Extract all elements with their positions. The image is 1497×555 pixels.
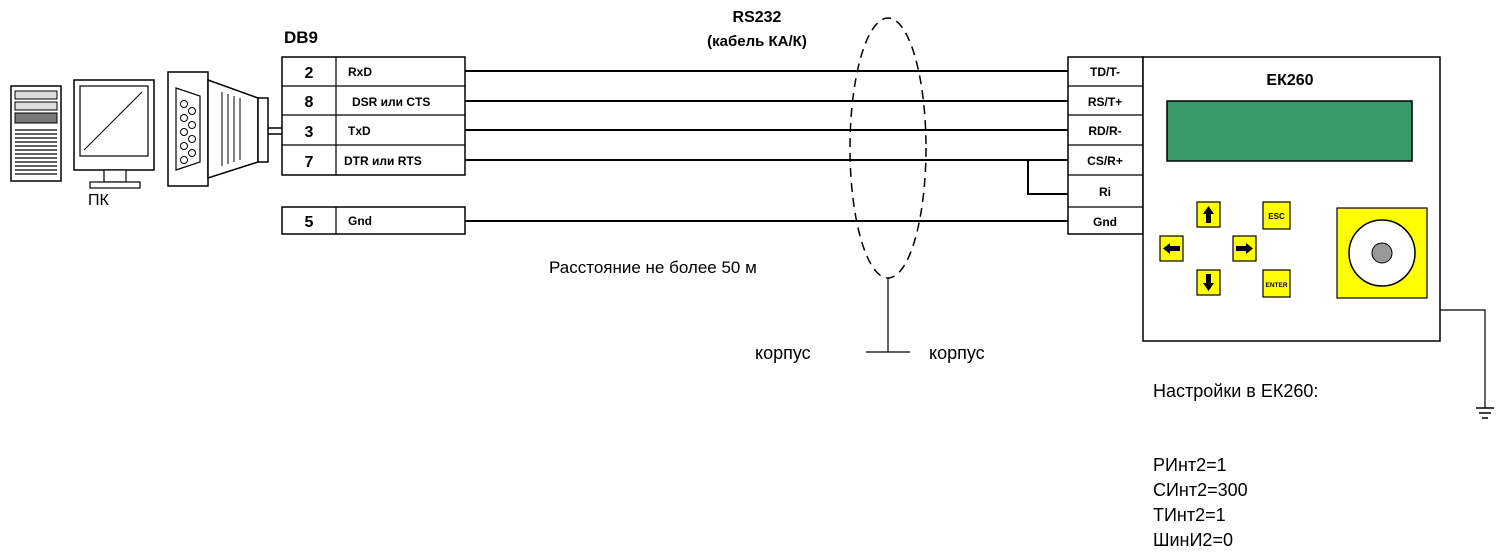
shield-ground-symbol <box>866 278 910 353</box>
arrow-up-icon <box>1203 206 1214 223</box>
cable-model-label: (кабель КА/К) <box>707 33 807 50</box>
pin-signal: RxD <box>348 65 372 79</box>
settings-line: ШинИ2=0 <box>1153 530 1233 550</box>
cable-shield <box>849 17 927 279</box>
settings-line: РИнт2=1 <box>1153 455 1227 475</box>
esc-key-label: ESC <box>1268 212 1285 221</box>
arrow-down-icon <box>1203 274 1214 291</box>
pin-number: 5 <box>305 214 314 231</box>
monitor-icon <box>73 79 155 189</box>
pin-signal: DSR или CTS <box>352 95 430 109</box>
terminal-label: RS/T+ <box>1088 95 1122 109</box>
terminal-label: RD/R- <box>1088 124 1121 138</box>
pc-tower-icon <box>10 85 62 182</box>
distance-label: Расстояние не более 50 м <box>549 258 757 277</box>
ek260-device: ЕК260 ESC ENTER <box>1142 56 1441 342</box>
pin-number: 7 <box>305 154 314 171</box>
db9-plug-icon <box>167 71 282 187</box>
ground-label-right: корпус <box>929 343 985 363</box>
device-title: ЕК260 <box>1266 72 1313 89</box>
device-display <box>1166 100 1413 162</box>
db9-title: DB9 <box>284 28 318 47</box>
terminal-label: Ri <box>1099 185 1111 199</box>
arrow-right-icon <box>1236 243 1253 254</box>
device-keypad: ESC ENTER <box>1159 201 1291 298</box>
terminal-label: CS/R+ <box>1087 154 1123 168</box>
pin-number: 8 <box>305 94 314 111</box>
pc-label: ПК <box>88 192 110 209</box>
earth-ground-icon <box>1440 309 1494 419</box>
pin-signal: TxD <box>348 124 371 138</box>
device-terminal-block: TD/T- RS/T+ RD/R- CS/R+ Ri Gnd <box>1067 56 1144 235</box>
terminal-label: Gnd <box>1093 215 1117 229</box>
settings-block: Настройки в ЕК260: РИнт2=1 СИнт2=300 ТИн… <box>1153 381 1318 550</box>
pin-signal: DTR или RTS <box>344 154 422 168</box>
pin-number: 2 <box>305 65 314 82</box>
cable-wires <box>465 70 1068 222</box>
settings-title: Настройки в ЕК260: <box>1153 381 1318 401</box>
knob-icon <box>1336 207 1428 299</box>
arrow-left-icon <box>1163 243 1180 254</box>
pin-number: 3 <box>305 124 314 141</box>
settings-line: ТИнт2=1 <box>1153 505 1226 525</box>
ground-label-left: корпус <box>755 343 811 363</box>
terminal-label: TD/T- <box>1090 65 1120 79</box>
settings-line: СИнт2=300 <box>1153 480 1248 500</box>
pin-signal: Gnd <box>348 214 372 228</box>
db9-pin-table: 2 8 3 7 5 RxD DSR или CTS TxD DTR или RT… <box>281 56 466 235</box>
cable-type-label: RS232 <box>733 9 782 26</box>
enter-key-label: ENTER <box>1265 282 1287 289</box>
